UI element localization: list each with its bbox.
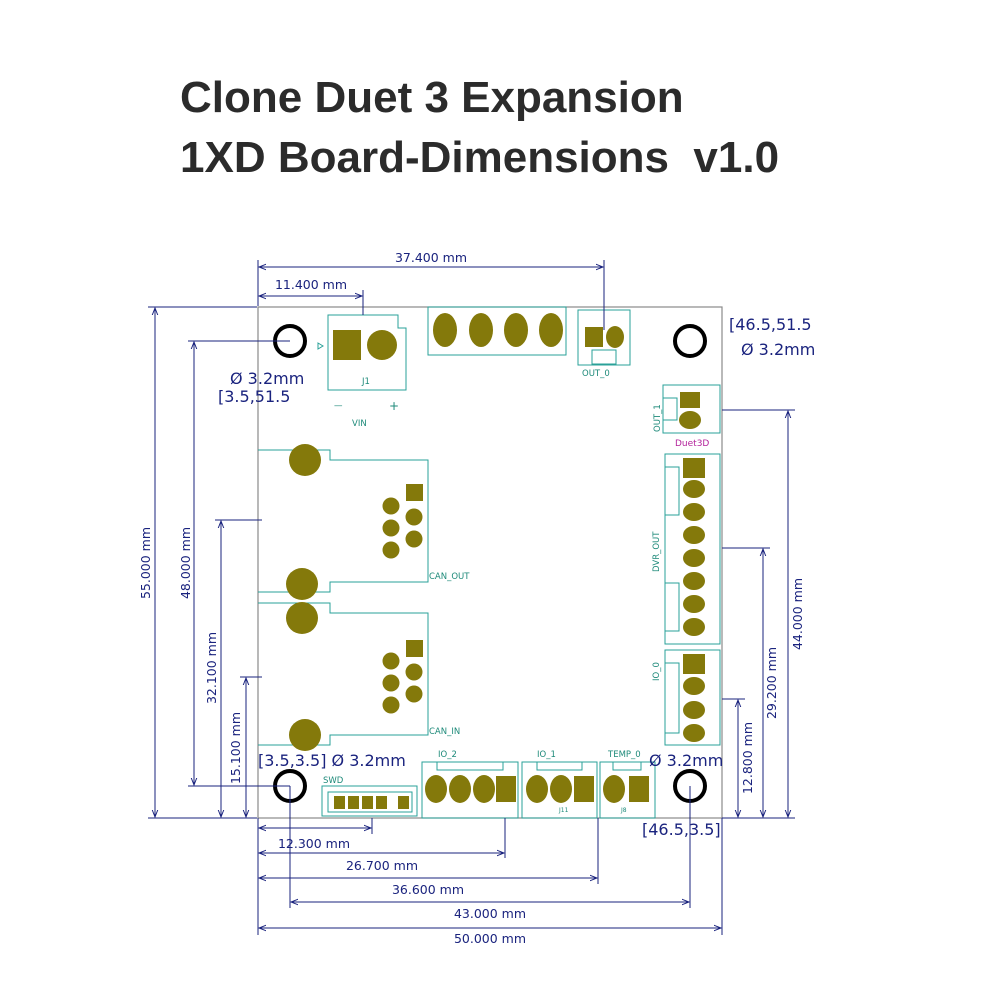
hole-top-left-coord: [3.5,51.5 [218,387,290,406]
dimension-left-48: 48.000 mm [178,340,290,787]
hole-top-left-diameter: Ø 3.2mm [230,369,304,388]
j11-ref-label: J11 [558,807,569,814]
io-2-connector: IO_2 [421,750,519,819]
dimension-top-37-4: 37.400 mm [257,250,605,330]
dimension-left-55: 55.000 mm [138,306,257,819]
dimension-right-44: 44.000 mm [722,409,805,819]
duet3d-label: Duet3D [675,439,709,449]
hole-top-right-diameter: Ø 3.2mm [741,340,815,359]
dimension-bottom-36-6: 36.600 mm [259,818,599,897]
swd-label: SWD [323,776,344,786]
dim-left-48-label: 48.000 mm [178,527,193,599]
dimension-bottom-43: 43.000 mm [289,786,691,921]
dvr-out-label: DVR_OUT [652,531,662,572]
dim-top-11-4-label: 11.400 mm [275,277,347,292]
dim-bottom-36-6-label: 36.600 mm [392,882,464,897]
can-in-label: CAN_IN [429,727,460,737]
dimension-bottom-12-3: 12.300 mm [257,818,373,935]
dim-right-12-8-label: 12.800 mm [740,722,755,794]
dimension-left-15-1: 15.100 mm [228,676,262,817]
dim-bottom-26-7-label: 26.700 mm [346,858,418,873]
board-outline [257,306,723,819]
mounting-hole-top-right [673,324,707,358]
io-0-connector: IO_0 [652,649,721,746]
dimension-right-12-8: 12.800 mm [722,698,755,817]
dimension-left-32-1: 32.100 mm [204,519,262,817]
dimension-right-29-2: 29.200 mm [722,547,779,817]
temp-0-label: TEMP_0 [607,750,641,760]
dvr-out-connector: DVR_OUT [652,453,721,645]
top-4pin-connector [427,306,567,356]
io-0-label: IO_0 [652,662,662,681]
dim-left-55-label: 55.000 mm [138,527,153,599]
can-out-connector: CAN_OUT [258,444,470,600]
hole-bottom-right-diameter: Ø 3.2mm [649,751,723,770]
vin-ref-label: J1 [361,377,370,387]
dim-top-37-4-label: 37.400 mm [395,250,467,265]
hole-top-right-coord: [46.5,51.5 [729,315,812,334]
j8-ref-label: J8 [620,807,627,814]
dim-bottom-50-label: 50.000 mm [454,931,526,946]
out-1-connector: OUT_1 Duet3D [653,384,721,449]
dimension-bottom-26-7: 26.700 mm [259,818,506,873]
dim-right-44-label: 44.000 mm [790,578,805,650]
vin-plus-label: + [389,399,399,413]
can-in-connector: CAN_IN [258,602,460,751]
dim-bottom-12-3-label: 12.300 mm [278,836,350,851]
out-1-label: OUT_1 [653,404,663,432]
dim-left-15-1-label: 15.100 mm [228,712,243,784]
hole-bottom-right-coord: [46.5,3.5] [642,820,721,839]
title-line-1: Clone Duet 3 Expansion [180,73,684,122]
io-1-label: IO_1 [537,750,556,760]
dim-left-32-1-label: 32.100 mm [204,632,219,704]
dimension-bottom-50: 50.000 mm [259,818,723,946]
dim-right-29-2-label: 29.200 mm [764,647,779,719]
title-line-2: 1XD Board-Dimensions v1.0 [180,133,780,182]
vin-label: VIN [352,419,367,429]
hole-bottom-left-label: [3.5,3.5] Ø 3.2mm [258,751,406,770]
dim-bottom-43-label: 43.000 mm [454,906,526,921]
swd-header: SWD [321,776,418,817]
temp-0-connector: TEMP_0 J8 [599,750,656,819]
vin-minus-label: — [334,401,343,411]
io-2-label: IO_2 [438,750,457,760]
out-0-label: OUT_0 [582,369,610,379]
dimension-top-11-4: 11.400 mm [259,277,364,315]
io-1-connector: IO_1 J11 [521,750,598,819]
can-out-label: CAN_OUT [429,572,470,582]
vin-connector: J1 — + VIN [317,314,407,429]
